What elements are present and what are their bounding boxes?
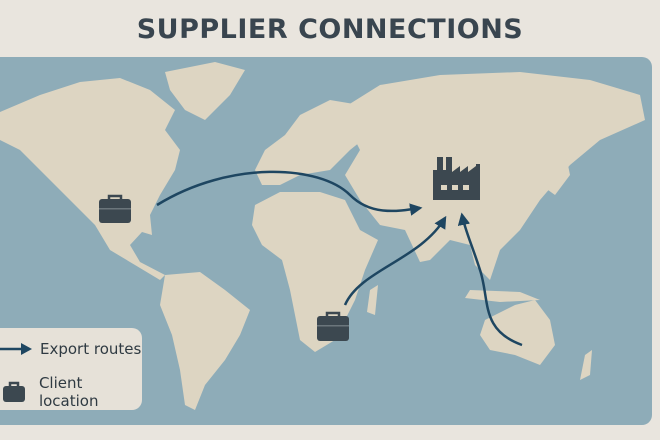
new-zealand <box>580 350 592 380</box>
briefcase-icon[interactable] <box>317 311 349 341</box>
route-americas-to-china <box>156 170 423 216</box>
map-title: SUPPLIER CONNECTIONS <box>136 14 524 45</box>
arrow-right-icon <box>0 343 32 355</box>
north-america <box>0 78 180 280</box>
briefcase-icon[interactable] <box>99 194 131 223</box>
australia <box>480 300 555 365</box>
legend: Export routes Client location <box>0 328 142 410</box>
south-america <box>160 272 250 410</box>
briefcase-icon <box>3 381 25 402</box>
japan <box>548 150 570 195</box>
greenland <box>165 62 245 120</box>
legend-label: Export routes <box>40 340 142 358</box>
continents <box>0 62 645 410</box>
madagascar <box>367 285 378 315</box>
legend-label: Client location <box>38 374 99 410</box>
africa <box>252 192 378 352</box>
legend-item-export-routes: Export routes <box>0 340 141 358</box>
route-africa-to-china <box>343 215 447 306</box>
factory-icon[interactable] <box>433 157 480 200</box>
asia <box>340 72 645 280</box>
legend-item-client-location: Client location <box>2 374 142 410</box>
route-australia-to-china <box>457 212 523 347</box>
europe <box>255 100 375 185</box>
export-routes <box>156 170 523 347</box>
